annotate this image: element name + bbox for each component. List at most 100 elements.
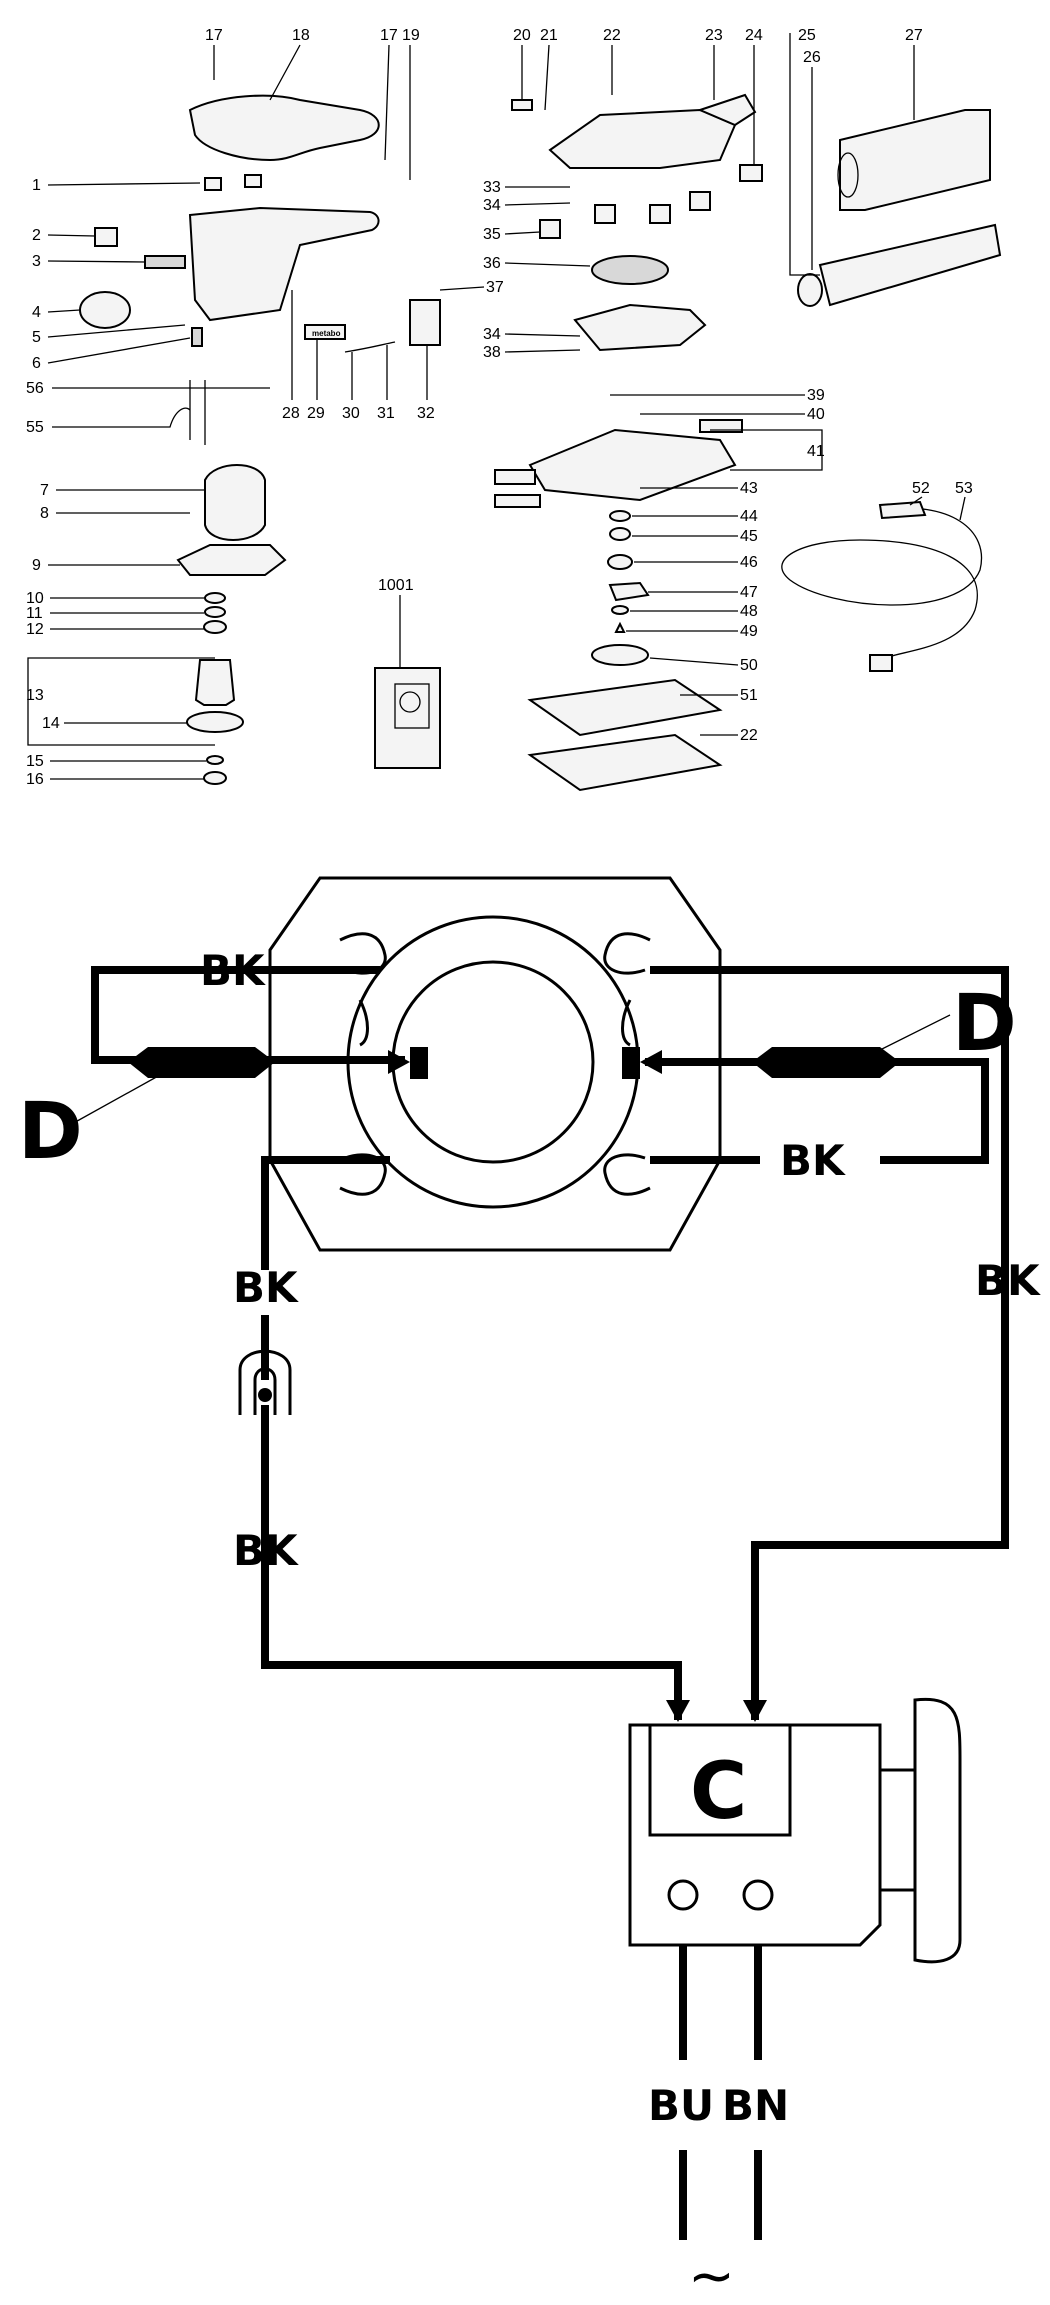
- part-26-ring: [797, 273, 823, 307]
- callout-44: 44: [740, 508, 758, 525]
- part-14-fan: [186, 711, 244, 733]
- part-7-field-coil: [204, 464, 266, 541]
- callout-22: 22: [740, 727, 758, 744]
- callout-55: 55: [26, 419, 44, 436]
- part-27-opening: [837, 152, 859, 198]
- brush-left: [410, 1047, 428, 1079]
- brand-marking: metabo: [312, 329, 341, 338]
- callout-38: 38: [483, 344, 501, 361]
- wire-label-bk-left-low: BK: [233, 1526, 299, 1575]
- switch-window: [648, 1723, 792, 1837]
- spade-connector-pin: [258, 1388, 272, 1402]
- spade-connector-inner: [253, 1367, 277, 1415]
- switch-label: C: [690, 1747, 747, 1837]
- part-35-mount: [594, 204, 616, 224]
- part-10-washer: [204, 592, 226, 604]
- part-32-switch: [409, 299, 441, 346]
- part-1-bracket: [244, 174, 262, 188]
- callout-2: 2: [32, 227, 41, 244]
- part-29-metabo-label: [304, 324, 346, 340]
- callout-45: 45: [740, 528, 758, 545]
- part-43-rail: [494, 494, 541, 508]
- part-23-tube: [697, 93, 757, 127]
- callout-48: 48: [740, 603, 758, 620]
- detail-1001-circle: [399, 691, 421, 713]
- coil-loop-tr: [603, 932, 651, 975]
- callout-16: 16: [26, 771, 44, 788]
- part-36-fan: [591, 255, 669, 285]
- callout-28: 28: [282, 405, 300, 422]
- callout-32: 32: [417, 405, 435, 422]
- part-45: [609, 527, 631, 541]
- callout-19: 19: [402, 27, 420, 44]
- suppressor-label-left: D: [18, 1087, 83, 1177]
- wire-bk-top-right: [650, 966, 1009, 1720]
- callout-26: 26: [803, 49, 821, 66]
- callout-21: 21: [540, 27, 558, 44]
- wire-label-bk-right: BK: [780, 1136, 846, 1185]
- part-25-adapter: [818, 223, 1002, 307]
- part-12-bearing: [203, 620, 227, 634]
- plug: [869, 654, 893, 672]
- callout-12: 12: [26, 621, 44, 638]
- part-15-washer: [206, 755, 224, 765]
- wire-label-bn: BN: [722, 2081, 789, 2130]
- part-44: [609, 510, 631, 522]
- inner-arc-right: [621, 999, 632, 1047]
- callout-50: 50: [740, 657, 758, 674]
- callout-34: 34: [483, 197, 501, 214]
- callout-10: 10: [26, 590, 44, 607]
- part-callouts-cord: 52 53: [909, 480, 973, 521]
- switch-body: [628, 1723, 882, 1947]
- callout-6: 6: [32, 355, 41, 372]
- part-30-cable: [344, 341, 396, 353]
- part-35-mount: [689, 191, 711, 211]
- callout-46: 46: [740, 554, 758, 571]
- detail-1001: 1001: [378, 577, 414, 668]
- callout-53: 53: [955, 480, 973, 497]
- suppressor-right: [752, 1047, 900, 1078]
- callout-49: 49: [740, 623, 758, 640]
- switch-terminal-left: [667, 1879, 699, 1911]
- callout-18: 18: [292, 27, 310, 44]
- part-47: [608, 581, 650, 602]
- part-callouts-28-32: 28 29 30 31 32: [282, 290, 435, 422]
- part-41-clamp: [699, 419, 743, 433]
- part-53-cord: [781, 507, 983, 661]
- part-43-platen: [528, 428, 737, 502]
- part-43-clamp: [494, 469, 536, 485]
- switch-trigger: [880, 1768, 917, 1892]
- callout-5: 5: [32, 329, 41, 346]
- wire-label-bk-top-left: BK: [200, 946, 266, 995]
- part-51-pad: [527, 678, 723, 737]
- part-52-strain-relief: [878, 500, 927, 520]
- suppressor-left: [128, 1047, 275, 1078]
- callout-3: 3: [32, 253, 41, 270]
- stator-outline: [268, 876, 722, 1252]
- part-49: [614, 621, 626, 633]
- part-callouts-top-left: 17 18 17 19: [205, 27, 420, 180]
- part-46: [607, 554, 633, 570]
- part-18-top-cover: [188, 94, 380, 162]
- callout-24: 24: [745, 27, 763, 44]
- callout-51: 51: [740, 687, 758, 704]
- wire-label-bu: BU: [648, 2081, 714, 2130]
- callout-17: 17: [205, 27, 223, 44]
- detail-1001-inner: [394, 683, 430, 729]
- part-4-knob: [79, 291, 131, 329]
- coil-loop-bl: [339, 1153, 387, 1196]
- wire-bk-to-switch: [261, 1405, 682, 1720]
- part-3-label: [144, 255, 186, 269]
- suppressor-leader-right: [879, 1014, 951, 1051]
- callout-52: 52: [912, 480, 930, 497]
- part-6-brush-holder: [191, 327, 203, 347]
- callout-31: 31: [377, 405, 395, 422]
- part-20-clip: [511, 99, 533, 111]
- part-callouts-left: 1 2 3 4 5 6 56 55 7 8 9 10 11 12 13 14 1…: [26, 177, 270, 788]
- callout-1001: 1001: [378, 577, 414, 594]
- wire-label-bk-left-mid: BK: [233, 1263, 299, 1312]
- wire-label-bk-far-right: BK: [975, 1256, 1041, 1305]
- callout-47: 47: [740, 584, 758, 601]
- spade-connector: [238, 1349, 292, 1415]
- exploded-view: 17 18 17 19 1 2 3 4 5 6 56 55 7 8 9 10 1…: [26, 27, 1002, 792]
